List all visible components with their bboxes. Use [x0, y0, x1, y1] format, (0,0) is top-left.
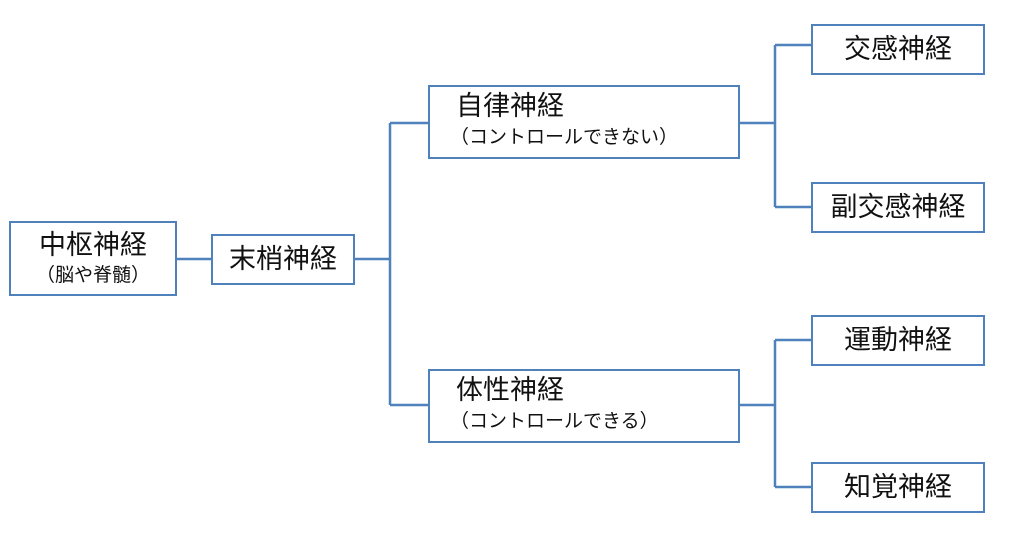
node-motor-title: 運動神経 [844, 325, 952, 356]
node-central-subtitle: （脳や脊髄） [35, 264, 150, 286]
node-sensory-nerve: 知覚神経 [811, 462, 985, 513]
node-parasympathetic-nerve: 副交感神経 [811, 182, 985, 233]
node-somatic-title: 体性神経 [456, 375, 564, 406]
node-somatic-nervous-system: 体性神経 （コントロールできる） [428, 369, 740, 443]
node-peripheral-nervous-system: 末梢神経 [211, 234, 355, 285]
node-autonomic-subtitle: （コントロールできない） [450, 126, 679, 148]
node-peripheral-title: 末梢神経 [229, 244, 337, 275]
node-somatic-subtitle: （コントロールできる） [450, 410, 659, 432]
node-autonomic-nervous-system: 自律神経 （コントロールできない） [428, 85, 740, 159]
node-parasympathetic-title: 副交感神経 [830, 192, 966, 223]
node-central-title: 中枢神経 [39, 230, 147, 261]
node-sympathetic-title: 交感神経 [844, 34, 952, 65]
node-central-nervous-system: 中枢神経 （脳や脊髄） [9, 221, 177, 296]
node-autonomic-title: 自律神経 [456, 91, 564, 122]
node-sympathetic-nerve: 交感神経 [811, 24, 985, 75]
node-motor-nerve: 運動神経 [811, 315, 985, 366]
node-sensory-title: 知覚神経 [844, 472, 952, 503]
